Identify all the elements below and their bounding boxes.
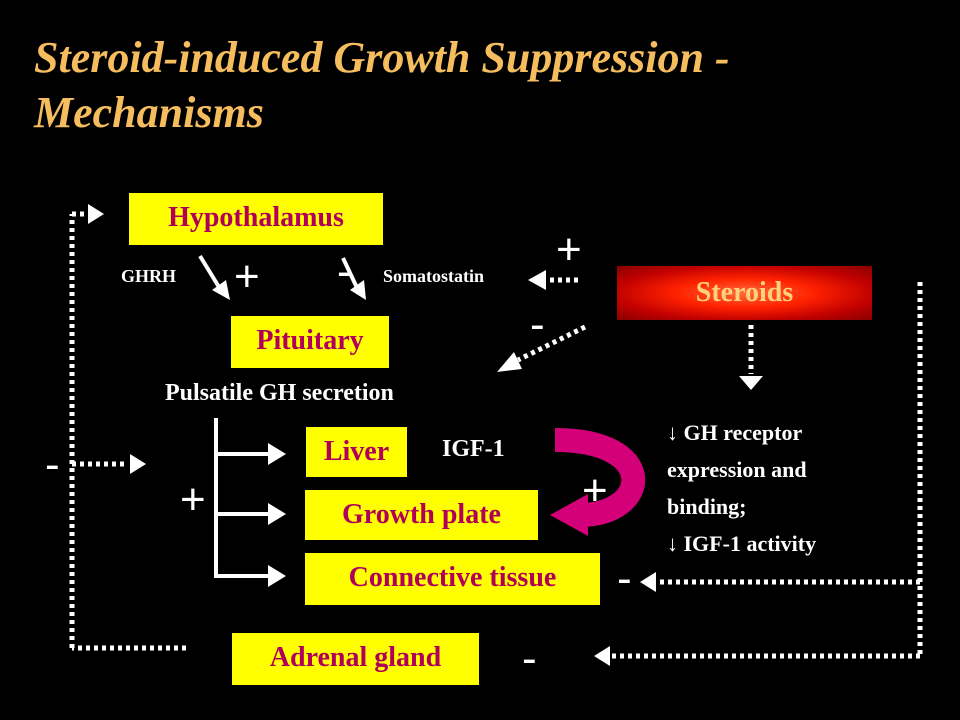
hypothalamus-node: Hypothalamus [129,193,383,245]
effects-line: binding; [667,494,747,519]
effects-line: expression and [667,457,807,482]
steroids-somatostatin-arrowhead [528,270,546,290]
page-title: Steroid-induced Growth Suppression - Mec… [34,33,730,137]
adrenal-minus-sign: - [522,634,537,683]
igf1-plus-sign: + [582,466,608,515]
pulsatile-label: Pulsatile GH secretion [165,380,394,406]
left-minus-sign: - [45,440,60,489]
somatostatin-minus-sign: - [337,247,352,296]
connective-minus-sign: - [617,554,632,603]
steroids-node: Steroids [617,266,872,320]
adrenal-gland-node: Adrenal gland [232,633,479,685]
to-hypothalamus-arrowhead [88,204,104,224]
somatostatin-arrowhead [350,280,366,300]
igf1-label: IGF-1 [442,436,505,462]
somatostatin-label: Somatostatin [383,266,485,286]
igf1-curve-arrow [554,428,646,527]
gh-to-liver-arrowhead [268,443,286,465]
gh-to-connective-arrowhead [268,565,286,587]
steroids-down-arrowhead [739,376,763,390]
effects-line: ↓ IGF-1 activity [667,531,817,556]
connective-tissue-node: Connective tissue [305,553,600,605]
steroids-plus-sign: + [556,225,582,274]
ghrh-plus-sign: + [234,252,260,301]
ghrh-label: GHRH [121,266,177,286]
steroids-minus-sign: - [530,300,545,349]
left-inhibit-arrowhead [130,454,146,474]
to-connective-arrowhead [640,572,656,592]
igf1-curve-arrowhead [550,494,588,536]
liver-node: Liver [306,427,407,477]
pituitary-node: Pituitary [231,316,389,368]
gh-plus-sign: + [180,475,206,524]
steroids-pituitary-line [516,324,587,363]
steroid-effects-list: ↓ GH receptor expression and binding; ↓ … [667,414,957,562]
gh-to-growth-arrowhead [268,503,286,525]
to-adrenal-arrowhead [594,646,610,666]
effects-line: ↓ GH receptor [667,420,803,445]
ghrh-arrowhead [212,280,230,300]
growth-plate-node: Growth plate [305,490,538,540]
somatostatin-arrow [341,257,360,291]
steroids-pituitary-arrowhead [497,352,522,372]
